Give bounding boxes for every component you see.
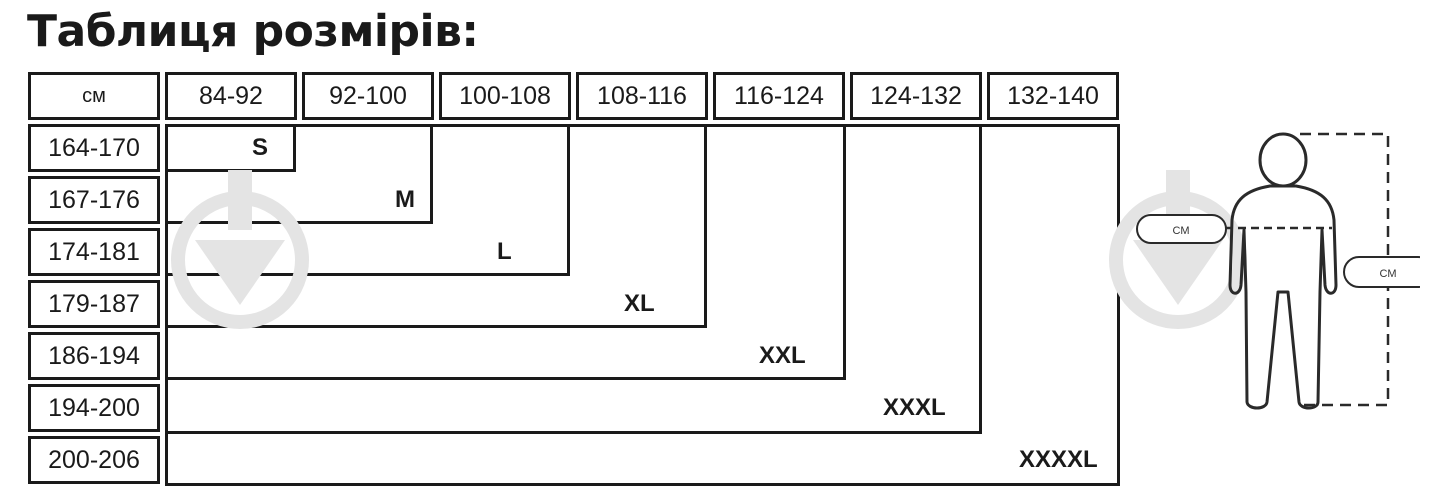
size-label: S: [252, 134, 269, 161]
height-row-cell: 179-187: [28, 280, 160, 328]
unit-cell: см: [28, 72, 160, 120]
chest-header-cell: 116-124: [713, 72, 845, 120]
watermark-download-icon: [171, 170, 309, 329]
chest-header-cell: 108-116: [576, 72, 708, 120]
page-title: Таблиця розмірів:: [27, 6, 479, 57]
size-label: XXXXL: [1019, 446, 1098, 473]
height-row-cell: 164-170: [28, 124, 160, 172]
chest-header-cell: 132-140: [987, 72, 1119, 120]
height-row-cell: 200-206: [28, 436, 160, 484]
size-region: [165, 124, 1120, 486]
size-label: M: [395, 186, 415, 213]
chest-header-cell: 92-100: [302, 72, 434, 120]
height-row-cell: 186-194: [28, 332, 160, 380]
chest-measure-label: СМ: [1173, 225, 1190, 237]
height-measure-pill: [1343, 256, 1420, 288]
chest-header-cell: 100-108: [439, 72, 571, 120]
size-label: XXL: [759, 342, 806, 369]
chest-measure-pill: [1136, 214, 1227, 244]
height-measure-label: СМ: [1380, 268, 1397, 280]
chest-header-cell: 124-132: [850, 72, 982, 120]
height-row-cell: 194-200: [28, 384, 160, 432]
height-row-cell: 167-176: [28, 176, 160, 224]
size-label: XXXL: [883, 394, 946, 421]
height-row-cell: 174-181: [28, 228, 160, 276]
size-label: L: [497, 238, 512, 265]
size-label: XL: [624, 290, 655, 317]
chest-header-cell: 84-92: [165, 72, 297, 120]
body-measurement-figure: СМ СМ: [1136, 132, 1420, 410]
